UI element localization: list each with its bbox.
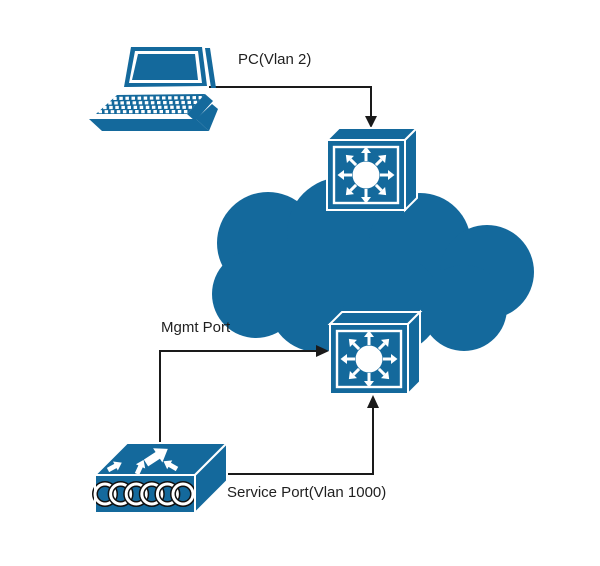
arrowhead-up-icon (367, 395, 379, 408)
arrowhead-down-icon (365, 116, 377, 128)
mgmt-port-label: Mgmt Port (161, 319, 231, 336)
laptop-icon (89, 47, 218, 131)
wireless-lan-controller-icon (92, 440, 230, 516)
edge-switch-icon (327, 128, 417, 210)
connectors (159, 86, 379, 475)
service-port-label: Service Port(Vlan 1000) (227, 484, 387, 501)
connector-pc-to-edge-switch (209, 86, 377, 128)
wlc-chain-pattern (92, 481, 196, 507)
connector-service-port (222, 395, 379, 475)
pc-vlan-label: PC(Vlan 2) (238, 51, 312, 68)
core-switch-icon (330, 312, 420, 394)
connector-mgmt-port (159, 345, 329, 444)
arrowhead-right-icon (316, 345, 329, 357)
